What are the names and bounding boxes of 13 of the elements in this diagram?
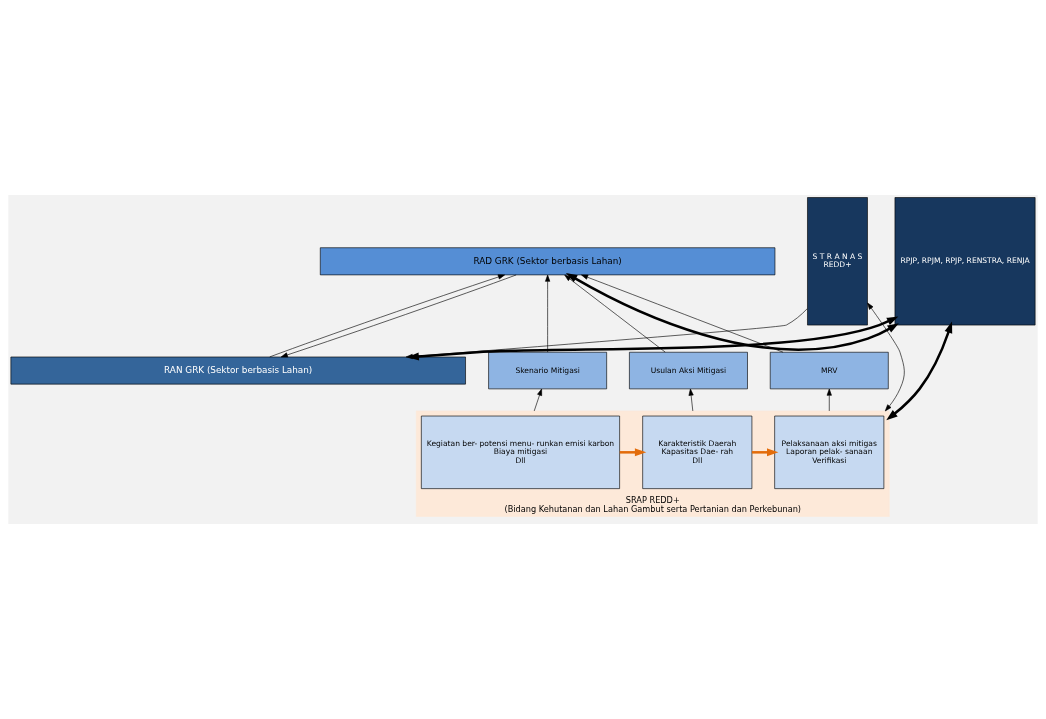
arrow <box>619 448 647 457</box>
arrow <box>751 448 779 457</box>
arrow <box>581 274 784 353</box>
arrow <box>867 302 905 412</box>
arrow <box>565 272 899 351</box>
arrow <box>688 388 694 412</box>
arrow <box>886 321 953 421</box>
node-box: RAN GRK (Sektor berbasis Lahan) <box>10 356 466 385</box>
arrow <box>564 274 666 353</box>
node-box: RAD GRK (Sektor berbasis Lahan) <box>320 247 776 276</box>
arrow <box>826 388 832 412</box>
arrow <box>533 388 542 412</box>
arrow <box>545 274 551 353</box>
